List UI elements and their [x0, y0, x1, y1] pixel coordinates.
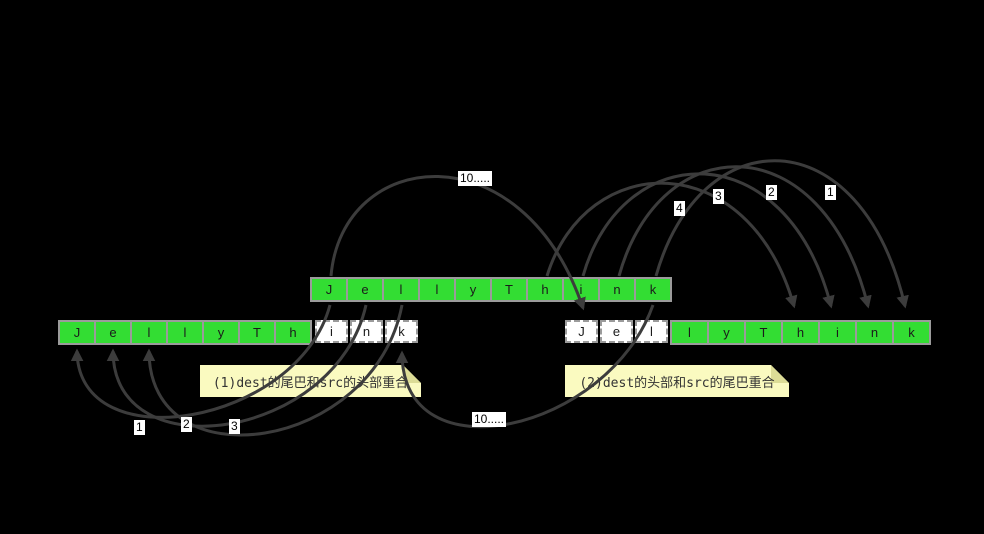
- array-cell: J: [312, 279, 346, 300]
- copy-order-label: 4: [674, 201, 685, 216]
- overlap-cell: n: [350, 320, 383, 343]
- copy-arc-case2-1: [654, 159, 909, 309]
- dest-array-case1-overlap: i n k: [315, 320, 418, 343]
- array-cell: T: [492, 279, 526, 300]
- array-cell: y: [456, 279, 490, 300]
- copy-order-label-tenth: 10.....: [472, 412, 507, 427]
- array-cell: h: [276, 322, 310, 343]
- dest-array-case2: l y T h i n k: [670, 320, 931, 345]
- copy-order-label: 1: [825, 185, 836, 200]
- array-cell: J: [60, 322, 94, 343]
- note-case1-text: (1)dest的尾巴和src的头部重合: [212, 375, 409, 391]
- array-cell: i: [820, 322, 855, 343]
- array-cell: n: [857, 322, 892, 343]
- array-cell: T: [240, 322, 274, 343]
- array-cell: l: [132, 322, 166, 343]
- src-array: J e l l y T h i n k: [310, 277, 672, 302]
- copy-order-label: 2: [766, 185, 777, 200]
- overlap-cell: l: [635, 320, 668, 343]
- array-cell: l: [672, 322, 707, 343]
- array-cell: y: [709, 322, 744, 343]
- note-case1: (1)dest的尾巴和src的头部重合: [200, 365, 421, 397]
- copy-order-label: 3: [229, 419, 240, 434]
- array-cell: n: [600, 279, 634, 300]
- overlap-cell: i: [315, 320, 348, 343]
- array-cell: l: [420, 279, 454, 300]
- copy-order-label: 1: [134, 420, 145, 435]
- note-case2: (2)dest的头部和src的尾巴重合: [565, 365, 789, 397]
- array-cell: l: [384, 279, 418, 300]
- copy-order-label-tenth: 10.....: [458, 171, 493, 186]
- array-cell: e: [96, 322, 130, 343]
- overlap-cell: J: [565, 320, 598, 343]
- overlap-cell: e: [600, 320, 633, 343]
- array-cell: k: [894, 322, 929, 343]
- array-cell: i: [564, 279, 598, 300]
- note-case2-text: (2)dest的头部和src的尾巴重合: [579, 375, 775, 391]
- array-cell: h: [783, 322, 818, 343]
- array-cell: e: [348, 279, 382, 300]
- dest-array-case2-overlap: J e l: [565, 320, 668, 343]
- array-cell: l: [168, 322, 202, 343]
- array-cell: T: [746, 322, 781, 343]
- dest-array-case1: J e l l y T h: [58, 320, 312, 345]
- array-cell: h: [528, 279, 562, 300]
- array-cell: k: [636, 279, 670, 300]
- overlap-cell: k: [385, 320, 418, 343]
- copy-order-label: 3: [713, 189, 724, 204]
- copy-order-label: 2: [181, 417, 192, 432]
- array-cell: y: [204, 322, 238, 343]
